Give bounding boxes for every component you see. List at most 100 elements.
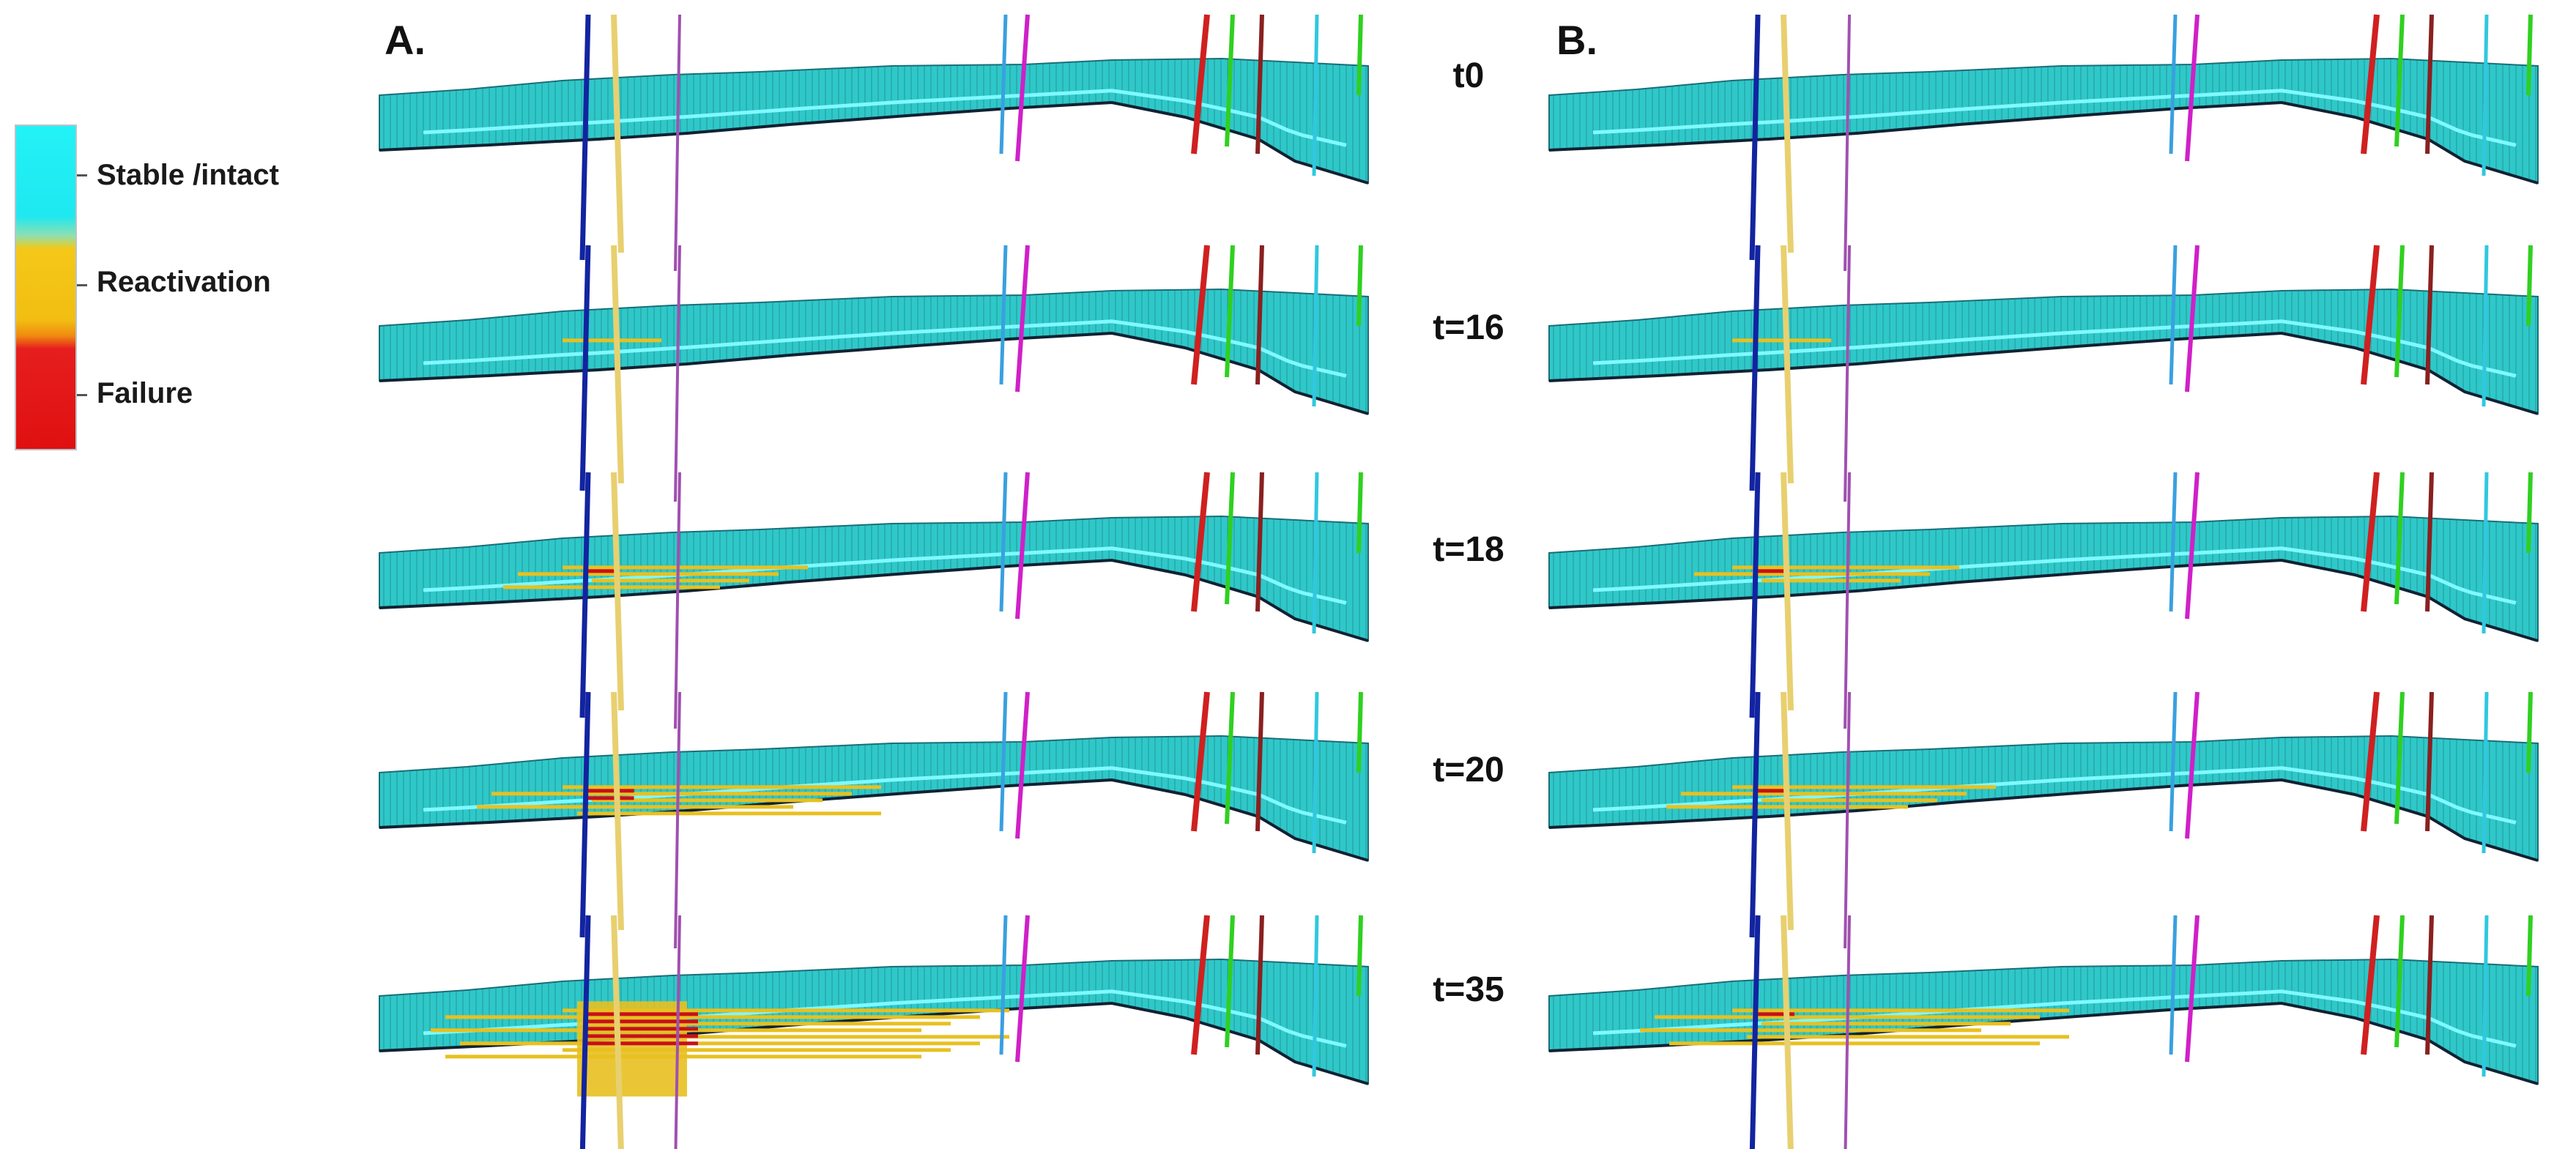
well-1	[1749, 915, 1761, 1149]
reactivation-streak	[1762, 1022, 2011, 1026]
well-2	[611, 915, 624, 1149]
well-5	[2185, 14, 2200, 162]
well-4	[999, 245, 1008, 385]
reactivation-zone	[1732, 338, 1831, 343]
grid-body	[379, 735, 1369, 862]
well-8	[1255, 472, 1264, 612]
well-5	[1015, 915, 1030, 1063]
reactivation-zone	[503, 565, 808, 590]
well-3	[674, 245, 681, 502]
well-3	[1844, 472, 1851, 729]
reactivation-zone	[431, 1001, 1009, 1097]
model-section-b-t0	[1548, 14, 2539, 272]
well-8	[1255, 14, 1264, 155]
legend-label-reactivation: Reactivation	[97, 266, 271, 298]
horizon-line	[423, 89, 1347, 147]
well-5	[1015, 245, 1030, 393]
model-section-a-t18	[379, 472, 1369, 729]
grid-bottom-edge	[1548, 1001, 2539, 1085]
grid-lines	[1553, 289, 2536, 414]
legend-label-stable: Stable /intact	[97, 159, 279, 191]
reactivation-streak	[563, 1008, 1009, 1013]
time-label-t35: t=35	[1433, 970, 1504, 1009]
reactivation-streak	[1732, 565, 1959, 570]
model-section-b-t18	[1548, 472, 2539, 729]
grid-lines	[1553, 516, 2536, 641]
well-1	[1749, 14, 1761, 261]
failure-streak	[584, 1027, 698, 1031]
well-8	[2425, 472, 2434, 612]
well-8	[2425, 691, 2434, 832]
well-4	[2169, 14, 2178, 155]
reactivation-streak	[592, 798, 823, 803]
well-1	[579, 14, 591, 261]
well-7	[1225, 245, 1235, 378]
horizon-line	[1592, 319, 2517, 378]
well-2	[611, 14, 624, 253]
model-section-b-t35	[1548, 915, 2539, 1149]
reactivation-streak	[1694, 572, 1930, 576]
time-label-t16: t=16	[1433, 308, 1504, 347]
horizon-line	[423, 319, 1347, 378]
well-8	[1255, 691, 1264, 832]
well-5	[2185, 691, 2200, 839]
failure-streak	[1754, 569, 1783, 573]
well-7	[1225, 472, 1235, 605]
reactivation-streak	[577, 1035, 1009, 1039]
well-3	[674, 472, 681, 729]
well-9	[1312, 245, 1319, 407]
horizon-line	[423, 766, 1347, 825]
failure-zone	[1754, 569, 1783, 573]
reactivation-streak	[1732, 338, 1831, 343]
well-10	[1356, 691, 1363, 773]
model-section-b-t16	[1548, 245, 2539, 502]
horizon-line	[1592, 546, 2517, 605]
well-3	[1844, 915, 1851, 1149]
well-3	[1844, 691, 1851, 949]
well-7	[1225, 691, 1235, 825]
well-6	[1191, 472, 1210, 612]
well-5	[1015, 14, 1030, 162]
failure-zone	[584, 1012, 698, 1046]
well-10	[2526, 915, 2533, 997]
well-6	[2361, 472, 2380, 612]
horizon-line	[1592, 989, 2517, 1048]
grid-bottom-edge	[379, 558, 1369, 642]
well-5	[1015, 472, 1030, 620]
legend-tick-stable	[77, 174, 87, 176]
well-10	[2526, 691, 2533, 773]
well-4	[2169, 915, 2178, 1055]
well-4	[999, 472, 1008, 612]
failure-zone	[584, 789, 634, 800]
well-6	[2361, 691, 2380, 832]
legend-label-failure: Failure	[97, 377, 193, 409]
grid-lines	[383, 59, 1367, 183]
model-section-b-t20	[1548, 691, 2539, 949]
well-3	[1844, 245, 1851, 502]
reactivation-streak	[1747, 1035, 2069, 1039]
grid-body	[379, 958, 1369, 1085]
grid-bottom-edge	[1548, 778, 2539, 862]
well-10	[1356, 472, 1363, 554]
well-7	[2394, 691, 2405, 825]
failure-streak	[584, 1034, 698, 1038]
grid-body	[379, 515, 1369, 642]
well-7	[2394, 245, 2405, 378]
well-9	[1312, 915, 1319, 1077]
reactivation-zone	[1694, 565, 1959, 583]
reactivation-zone	[563, 338, 661, 343]
reactivation-streak	[503, 585, 720, 590]
well-9	[1312, 472, 1319, 634]
reactivation-streak	[563, 565, 808, 570]
grid-bottom-edge	[1548, 558, 2539, 642]
reactivation-streak	[477, 805, 793, 809]
well-7	[1225, 915, 1235, 1048]
reactivation-streak	[1762, 798, 1937, 803]
reactivation-streak	[592, 1022, 951, 1026]
time-label-t18: t=18	[1433, 530, 1504, 569]
grid-bottom-edge	[379, 778, 1369, 862]
failure-streak	[1754, 1012, 1794, 1016]
well-9	[1312, 14, 1319, 176]
time-label-t0: t0	[1452, 56, 1485, 95]
well-3	[1844, 14, 1851, 272]
